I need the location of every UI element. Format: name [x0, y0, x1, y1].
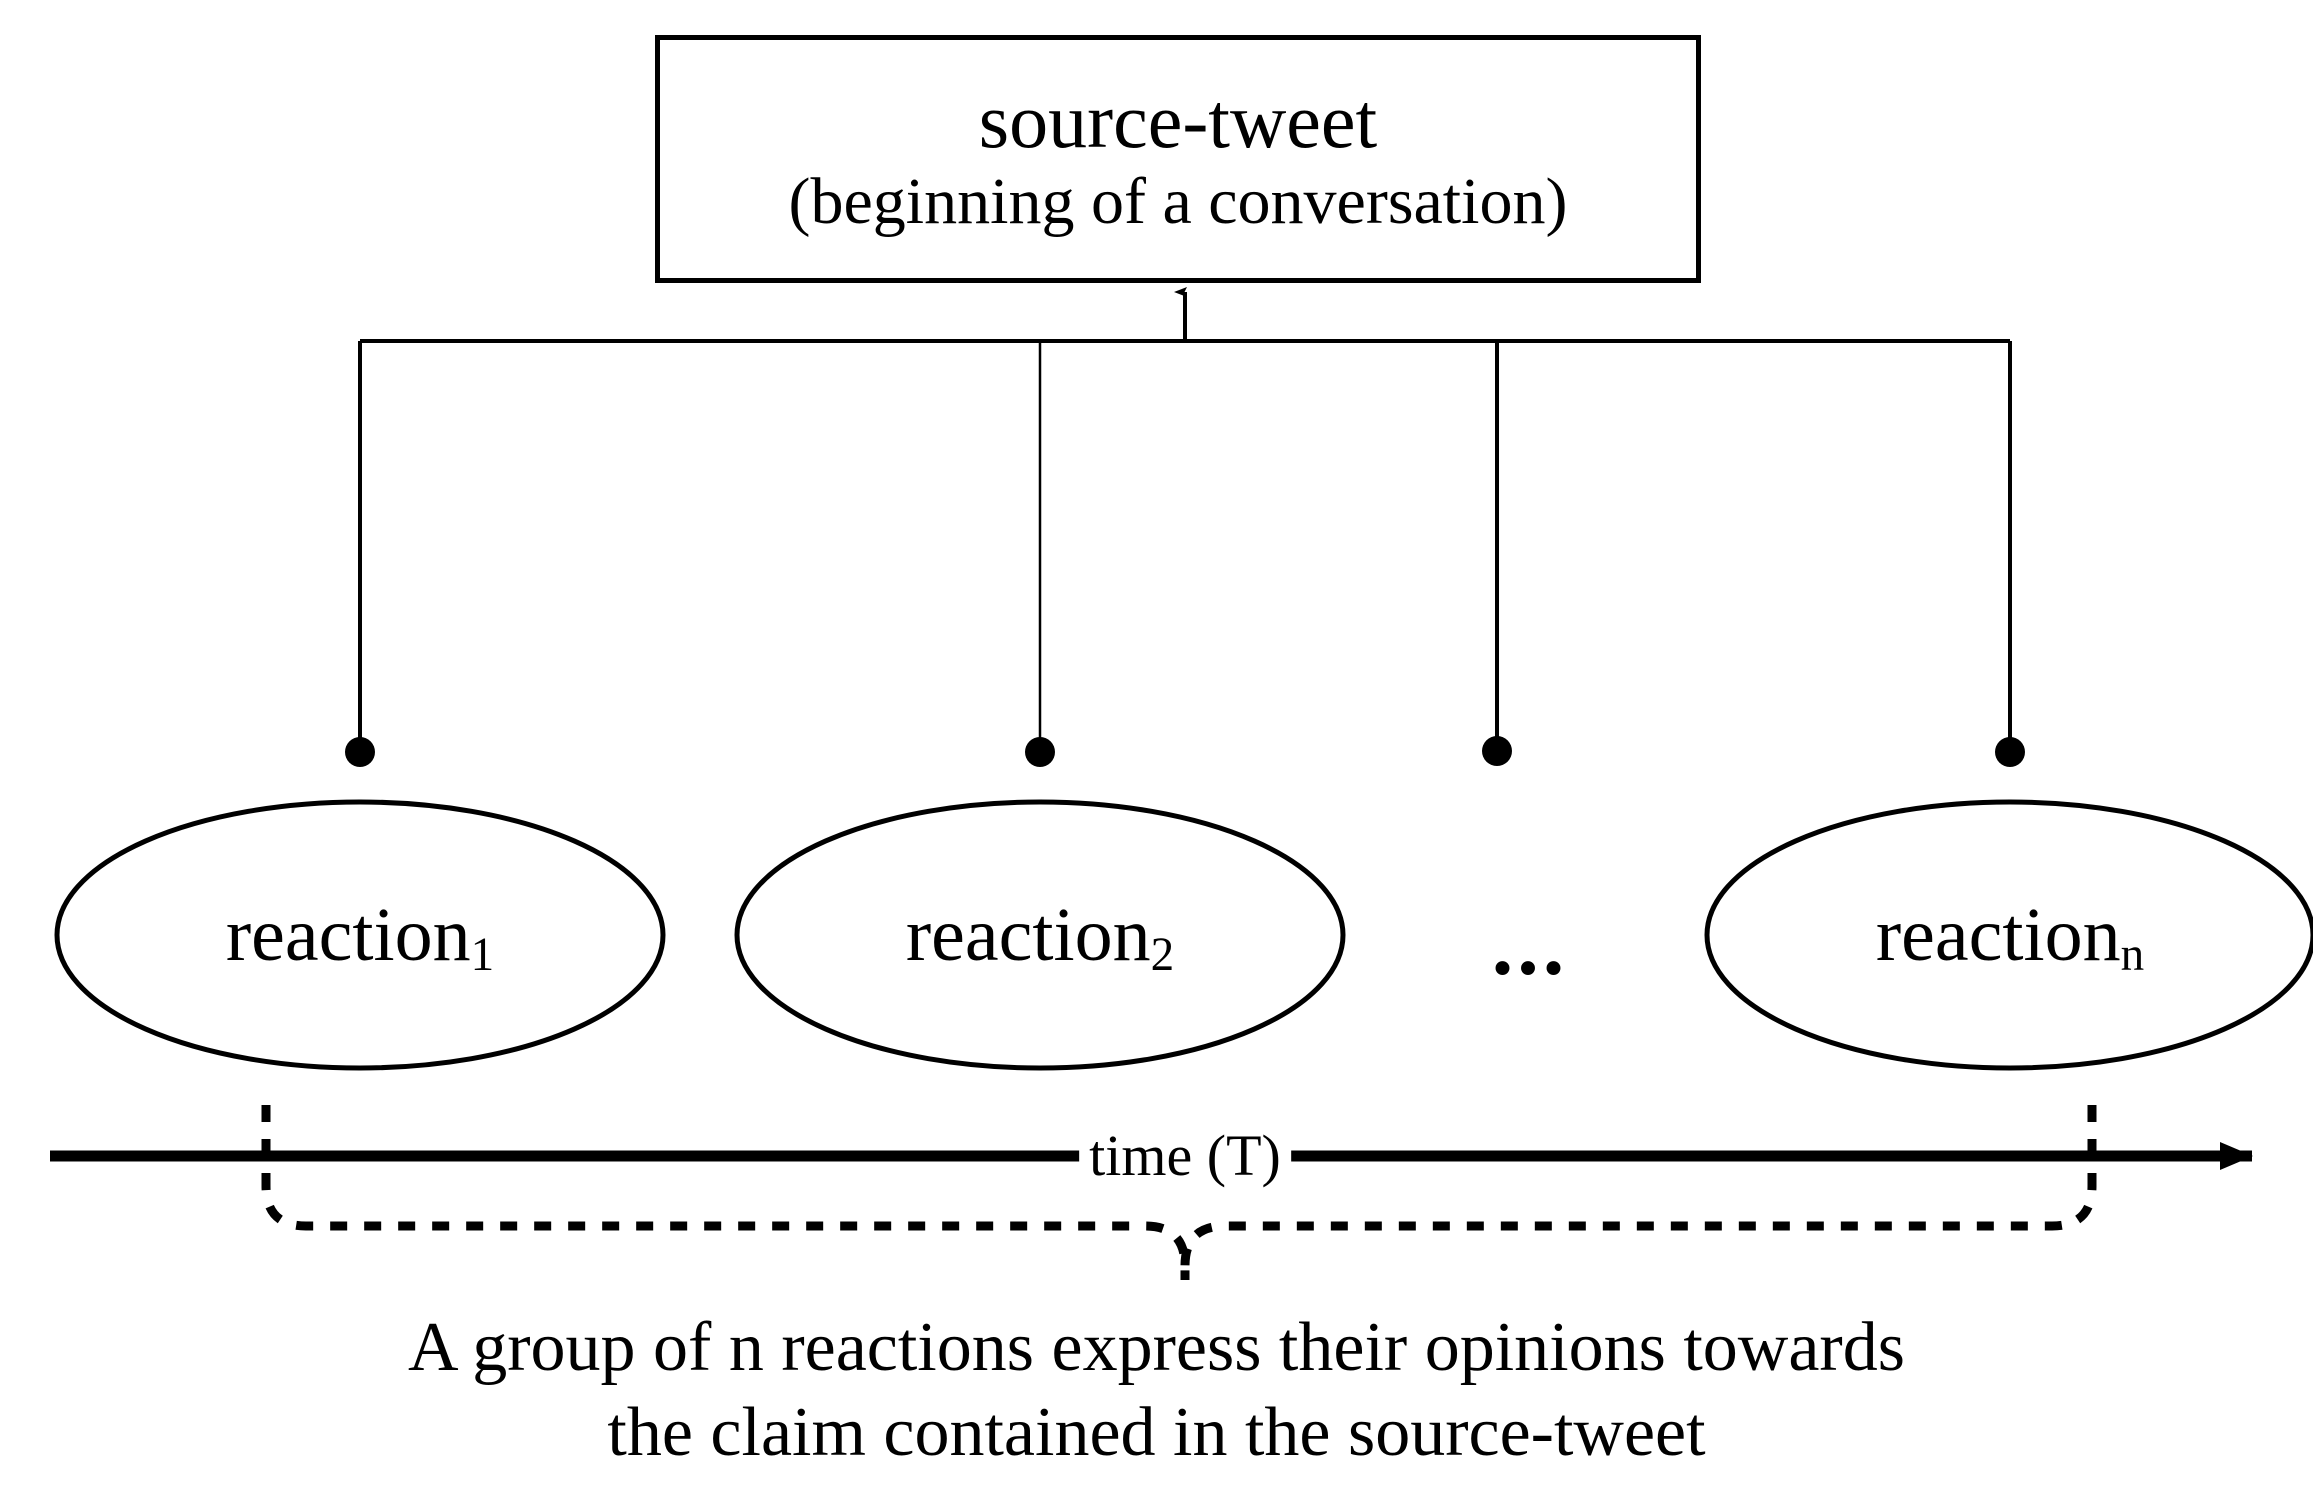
reaction-node-ellipse-n[interactable]	[1704, 799, 2313, 1071]
reaction-node-subscript-n: n	[2120, 929, 2145, 982]
source-tweet-box[interactable]: source-tweet (beginning of a conversatio…	[655, 35, 1701, 283]
reaction-node-name-2: reaction	[905, 893, 1151, 977]
reaction-node-label-n: reactionn	[1876, 897, 2144, 979]
connector-dot-n	[1995, 737, 2025, 767]
source-tweet-subtitle: (beginning of a conversation)	[788, 165, 1568, 239]
diagram-caption: A group of n reactions express their opi…	[0, 1305, 2313, 1476]
reaction-node-label-2: reaction2	[906, 897, 1174, 979]
reaction-node-ellipse-1[interactable]	[54, 799, 666, 1071]
reactions-ellipsis: ...	[1491, 897, 1569, 993]
time-axis-label: time (T)	[1079, 1127, 1291, 1185]
caption-line-2: the claim contained in the source-tweet	[607, 1394, 1706, 1472]
connector-dot-2	[1025, 737, 1055, 767]
reaction-node-name-1: reaction	[225, 893, 471, 977]
reaction-node-label-1: reaction1	[226, 897, 494, 979]
connector-dot-omitted	[1482, 736, 1512, 766]
reaction-node-name-n: reaction	[1875, 893, 2121, 977]
reaction-node-subscript-1: 1	[470, 929, 495, 982]
reaction-node-subscript-2: 2	[1150, 929, 1175, 982]
connector-dot-1	[345, 737, 375, 767]
source-tweet-title: source-tweet	[978, 76, 1378, 164]
reaction-node-ellipse-2[interactable]	[734, 799, 1346, 1071]
caption-line-1: A group of n reactions express their opi…	[408, 1309, 1905, 1386]
grouping-brace	[261, 1105, 2097, 1280]
